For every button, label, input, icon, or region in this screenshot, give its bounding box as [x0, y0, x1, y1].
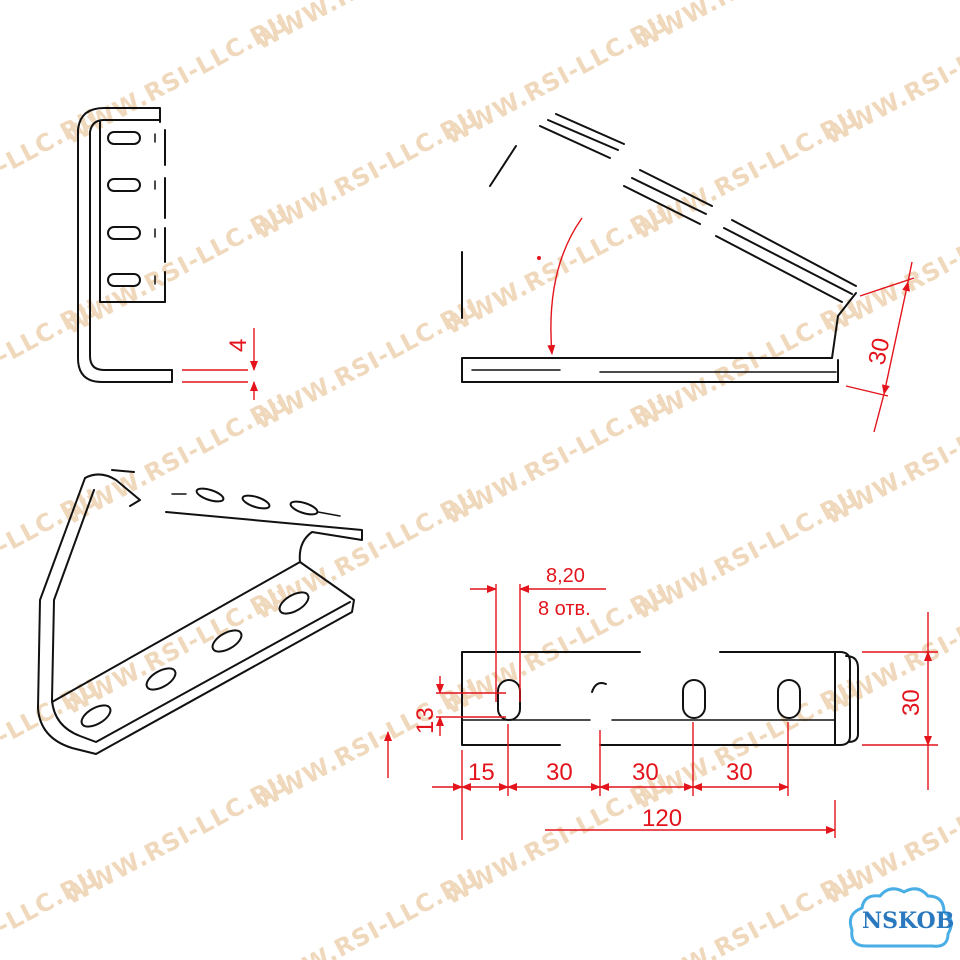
- logo-cloud-shape: [848, 887, 953, 948]
- logo-text: NSKOB: [862, 908, 954, 934]
- isometric-bottom-slot: [80, 704, 112, 728]
- angled-view-brace-lines: [539, 113, 857, 303]
- dimension-line: [881, 281, 911, 395]
- front-view-outline: [461, 651, 841, 746]
- chain-dimension-label: 30: [546, 759, 573, 786]
- dimension-line: [873, 393, 885, 433]
- angle-mark: [537, 256, 541, 260]
- angled-view-base-inner-line: [471, 369, 837, 373]
- front-view-slot-partial: [591, 682, 607, 693]
- isometric-top-slot: [195, 487, 225, 503]
- isometric-plate-back-edge: [51, 561, 301, 703]
- isometric-bottom-slot: [211, 629, 243, 653]
- angled-view-base-bar: [461, 357, 839, 383]
- slot-offset-label: 13: [412, 707, 439, 734]
- angled-view: 30: [461, 113, 915, 433]
- angled-view-right-end: [831, 292, 857, 383]
- isometric-top-bend: [84, 469, 141, 507]
- side-view-inner-outline: [89, 131, 173, 371]
- isometric-inner-bend: [51, 489, 351, 743]
- extension-line: [845, 385, 889, 397]
- width-dimension-label: 30: [863, 336, 895, 368]
- isometric-bottom-slot: [145, 667, 177, 691]
- isometric-outline: [37, 477, 355, 755]
- chain-dimension-label: 30: [632, 759, 659, 786]
- side-view-slot: [107, 226, 141, 240]
- side-view-slot: [107, 178, 141, 192]
- side-view-flange-edge: [99, 121, 166, 303]
- logo-badge: NSKOB: [848, 887, 954, 948]
- dimension-line: [907, 261, 913, 283]
- side-view-slot: [107, 131, 141, 145]
- side-view-top-bend-outer: [77, 107, 161, 131]
- angled-view-top-corner: [489, 145, 517, 187]
- hole-count-label: 8 отв.: [538, 598, 591, 620]
- length-dimension-label: 120: [642, 805, 682, 832]
- front-view: 8,20 8 отв. 13 30 15 30 30 30 120: [384, 565, 938, 840]
- slot-size-label: 8,20: [546, 565, 585, 587]
- isometric-vertical-plate-end: [165, 511, 363, 563]
- isometric-top-slot: [289, 500, 319, 516]
- isometric-view: [37, 469, 363, 755]
- thickness-dimension-label: 4: [225, 339, 252, 352]
- angle-arc: [547, 217, 583, 355]
- chain-dimension-label: 15: [468, 759, 495, 786]
- isometric-top-edge: [171, 493, 341, 517]
- front-view-slot: [497, 679, 521, 721]
- side-view: 4: [77, 107, 258, 400]
- front-view-slot: [777, 679, 801, 719]
- front-view-rounded-end: [839, 651, 859, 746]
- front-view-slot: [682, 679, 706, 719]
- chain-dimension-label: 30: [726, 759, 753, 786]
- isometric-top-slot: [241, 494, 271, 510]
- isometric-bottom-slot: [278, 591, 310, 615]
- side-view-top-bend-inner: [89, 119, 161, 133]
- side-view-outer-outline: [77, 129, 173, 383]
- side-view-slot: [107, 273, 141, 287]
- height-dimension-label: 30: [898, 689, 925, 716]
